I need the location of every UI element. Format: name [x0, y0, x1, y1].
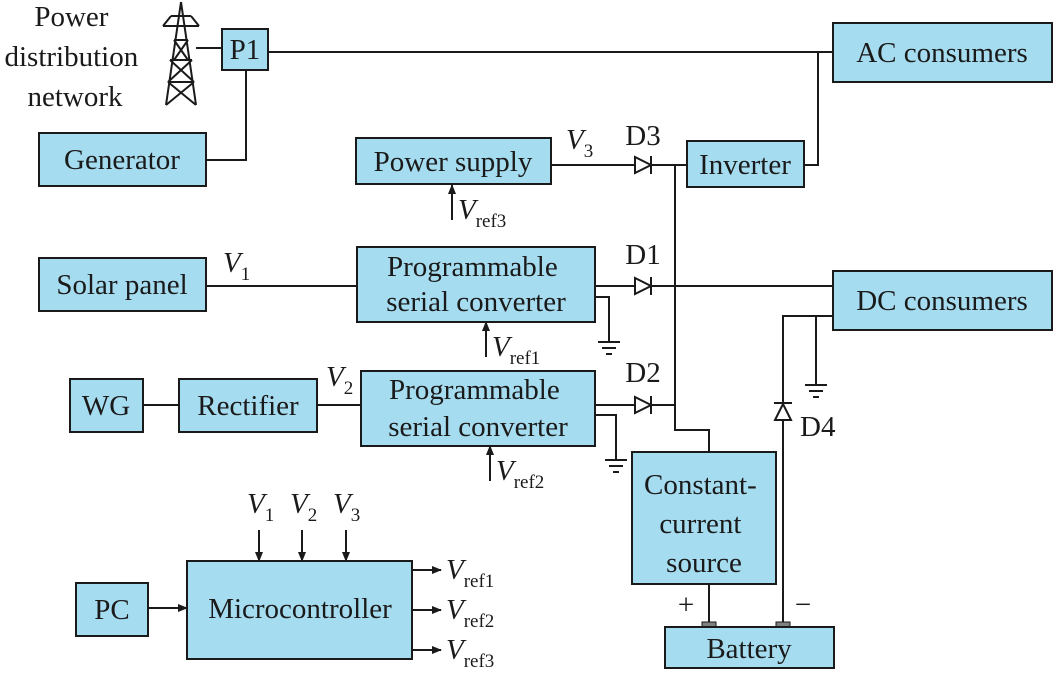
wg-label: WG [82, 390, 130, 422]
current-source-label: Constant- current source [644, 469, 764, 579]
v1-input-label: V1 [247, 488, 274, 526]
ac-consumers-label: AC consumers [856, 37, 1028, 69]
current-source-label-line3: source [666, 547, 742, 579]
ac-consumers-block[interactable]: AC consumers [832, 22, 1053, 83]
battery-minus-sign: − [795, 589, 811, 621]
converter2-label-line2: serial converter [388, 411, 568, 443]
power-supply-label: Power supply [374, 146, 533, 178]
diode-d1-icon [634, 276, 654, 296]
converter2-label: Programmable serial converter [388, 374, 568, 443]
current-source-label-line1: Constant- [644, 469, 757, 501]
dc-consumers-label: DC consumers [856, 285, 1028, 317]
solar-panel-block[interactable]: Solar panel [38, 257, 207, 312]
diode-d3-icon [634, 155, 654, 175]
battery-plus-sign: + [678, 589, 694, 621]
d4-label: D4 [800, 411, 836, 443]
v2-input-label: V2 [290, 488, 317, 526]
wg-block[interactable]: WG [69, 378, 144, 433]
converter1-label-line2: serial converter [386, 286, 566, 318]
d1-label: D1 [625, 239, 660, 271]
converter1-label: Programmable serial converter [386, 251, 566, 318]
v3-label: V3 [566, 124, 593, 162]
microcontroller-label: Microcontroller [208, 593, 392, 625]
solar-panel-label: Solar panel [56, 269, 187, 301]
inverter-label: Inverter [699, 149, 791, 181]
dc-consumers-block[interactable]: DC consumers [832, 270, 1053, 331]
v1-label: V1 [223, 247, 250, 285]
current-source-label-line2: current [659, 508, 741, 540]
pc-block[interactable]: PC [75, 582, 149, 637]
generator-label: Generator [64, 144, 180, 176]
source-label-line1: Power [34, 1, 108, 33]
converter2-block[interactable]: Programmable serial converter [360, 370, 596, 447]
converter2-label-line1: Programmable [389, 374, 560, 406]
p1-block[interactable]: P1 [221, 28, 269, 71]
vref1-output-label: Vref1 [446, 554, 494, 592]
source-label-line3: network [27, 81, 123, 113]
vref3-output-label: Vref3 [446, 634, 494, 672]
source-label-line2: distribution [5, 41, 139, 73]
rectifier-block[interactable]: Rectifier [178, 378, 318, 433]
microcontroller-block[interactable]: Microcontroller [186, 560, 413, 660]
source-label: Power distribution network [5, 1, 146, 113]
transmission-tower-icon [162, 1, 200, 106]
diode-d2-icon [634, 395, 654, 415]
power-supply-block[interactable]: Power supply [355, 137, 552, 185]
d3-label: D3 [625, 120, 660, 152]
battery-block[interactable]: Battery [664, 626, 835, 669]
current-source-block[interactable]: Constant- current source [631, 451, 777, 585]
wiring [143, 51, 833, 654]
battery-label: Battery [706, 633, 792, 665]
inverter-block[interactable]: Inverter [686, 140, 805, 188]
rectifier-label: Rectifier [197, 390, 299, 422]
generator-block[interactable]: Generator [38, 132, 207, 187]
p1-label: P1 [230, 34, 261, 66]
converter1-block[interactable]: Programmable serial converter [356, 246, 596, 323]
pc-label: PC [94, 594, 129, 626]
vref2-label-converter: Vref2 [496, 455, 544, 493]
v2-label: V2 [326, 361, 353, 399]
converter1-label-line1: Programmable [387, 251, 558, 283]
diode-d4-icon [773, 401, 793, 421]
vref2-output-label: Vref2 [446, 594, 494, 632]
v3-input-label: V3 [333, 488, 360, 526]
vref1-label-converter: Vref1 [492, 331, 540, 369]
vref3-label-psu: Vref3 [458, 194, 506, 232]
d2-label: D2 [625, 357, 660, 389]
